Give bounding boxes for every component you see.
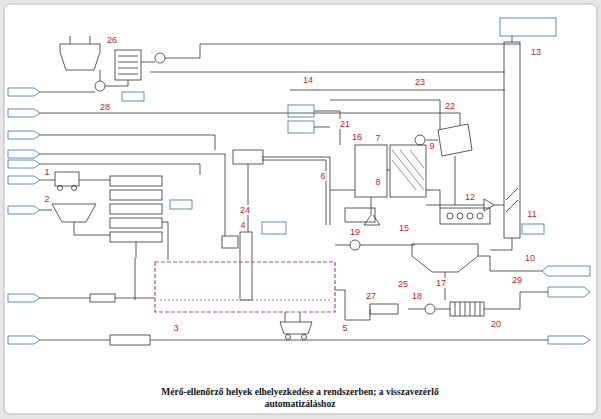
callout-number: 26: [106, 35, 118, 45]
callout-number: 16: [351, 132, 363, 142]
callout-number: 2: [43, 194, 50, 204]
page-card: [4, 4, 597, 414]
callout-number: 24: [239, 205, 251, 215]
callout-number: 13: [530, 47, 542, 57]
callout-number: 8: [374, 177, 381, 187]
callout-number: 19: [349, 227, 361, 237]
callout-number: 7: [374, 133, 381, 143]
callout-number: 14: [302, 75, 314, 85]
callout-number: 11: [526, 209, 537, 219]
pipework: [8, 18, 590, 345]
callout-number: 17: [435, 278, 447, 288]
callout-number: 27: [365, 291, 377, 301]
callout-number: 20: [490, 319, 502, 329]
callout-number: 22: [444, 101, 456, 111]
callout-number: 3: [172, 323, 179, 333]
callout-number: 5: [341, 323, 348, 333]
callout-number: 21: [339, 119, 351, 129]
callout-number: 15: [398, 223, 410, 233]
callout-number: 25: [397, 279, 409, 289]
callout-number: 29: [511, 275, 523, 285]
callout-number: 18: [411, 291, 423, 301]
callout-number: 4: [239, 220, 246, 230]
figure-caption: Mérő-ellenőrző helyek elhelyezkedése a r…: [150, 386, 450, 410]
callout-number: 12: [464, 192, 476, 202]
callout-number: 6: [319, 171, 326, 181]
callout-number: 10: [524, 253, 536, 263]
callout-number: 23: [414, 77, 426, 87]
callout-number: 1: [43, 167, 50, 177]
callout-number: 28: [99, 102, 111, 112]
callout-number: 9: [428, 141, 435, 151]
